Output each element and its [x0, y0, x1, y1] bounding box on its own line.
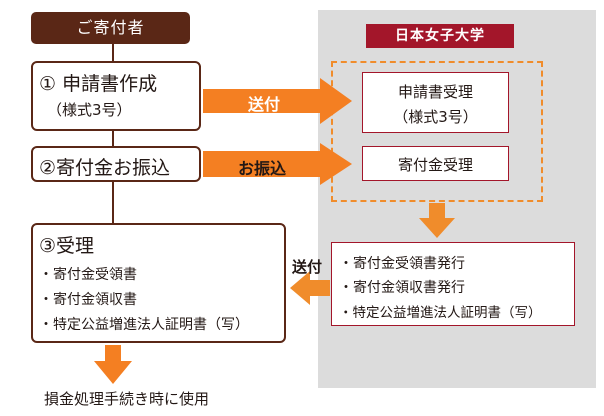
issue-item-receipt: ・寄付金受領書発行	[339, 256, 465, 272]
send-back-arrow	[290, 271, 330, 305]
step1-subtitle: （様式3号）	[47, 101, 132, 119]
step2-box: ②寄付金お振込	[31, 146, 201, 182]
application-received-subtitle: （様式3号）	[393, 108, 478, 126]
step1-title: ① 申請書作成	[39, 73, 158, 95]
university-badge: 日本女子大学	[366, 24, 514, 48]
step2-title: ②寄付金お振込	[39, 157, 171, 179]
step3-box: ③受理 ・寄付金受領書 ・寄付金領収書 ・特定公益増進法人証明書（写）	[31, 223, 286, 343]
receipt-dashed-group	[331, 61, 543, 202]
donation-received-title: 寄付金受理	[397, 156, 473, 174]
send-back-arrow-label: 送付	[292, 258, 323, 276]
issue-documents-box: ・寄付金受領書発行 ・寄付金領収書発行 ・特定公益増進法人証明書（写）	[331, 242, 575, 326]
down-arrow	[419, 203, 455, 238]
application-received-title: 申請書受理	[397, 83, 473, 101]
send-arrow	[203, 78, 352, 124]
step3-item-receipt: ・寄付金受領書	[39, 267, 137, 283]
transfer-arrow-label: お振込	[238, 159, 287, 178]
issue-item-certificate: ・特定公益増進法人証明書（写）	[339, 305, 542, 321]
send-arrow-label: 送付	[248, 95, 281, 114]
result-down-arrow	[94, 345, 132, 384]
donation-received-box: 寄付金受理	[362, 146, 509, 181]
step3-title: ③受理	[39, 235, 95, 257]
application-received-box: 申請書受理 （様式3号）	[362, 72, 509, 133]
issue-item-acknowledgment: ・寄付金領収書発行	[339, 280, 465, 296]
transfer-arrow	[203, 143, 352, 185]
step1-box: ① 申請書作成 （様式3号）	[31, 61, 201, 131]
step3-item-acknowledgment: ・寄付金領収書	[39, 292, 137, 308]
footer-note: 損金処理手続き時に使用	[44, 390, 210, 408]
step3-item-certificate: ・特定公益増進法人証明書（写）	[39, 317, 249, 333]
donor-badge: ご寄付者	[31, 12, 190, 44]
